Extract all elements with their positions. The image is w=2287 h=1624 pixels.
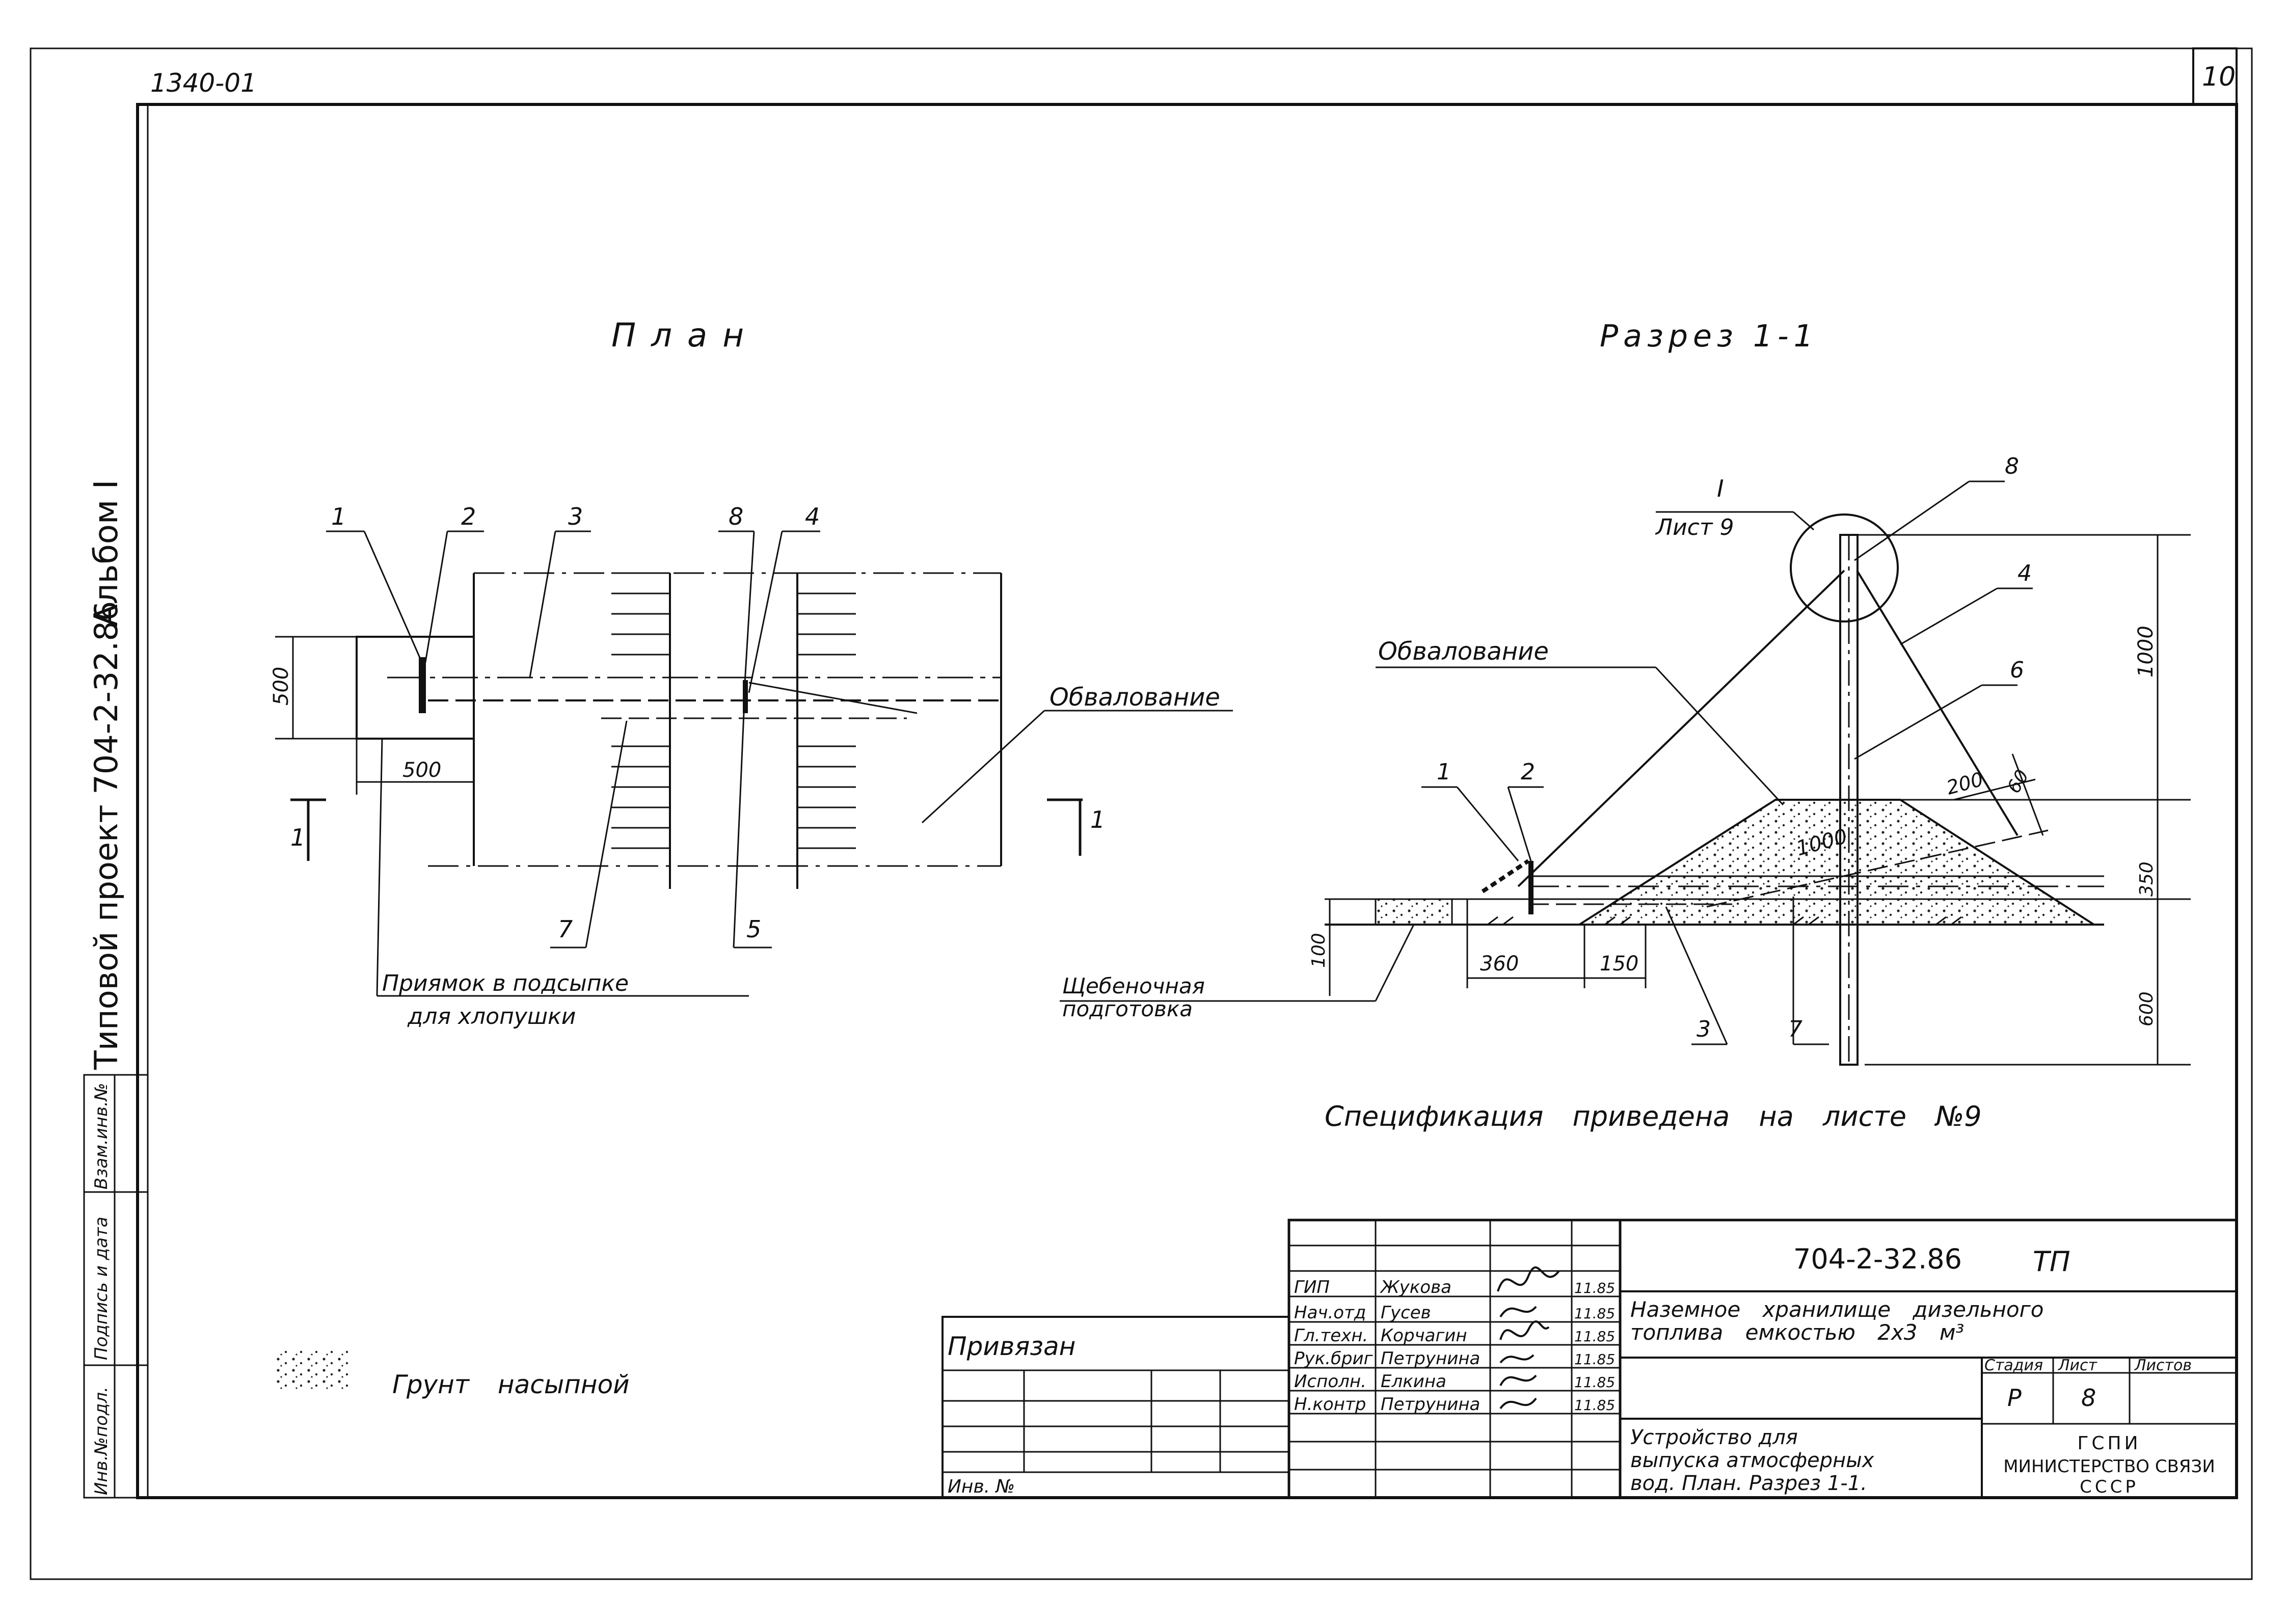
org-line3: СССР bbox=[2080, 1477, 2139, 1497]
gravel-note-line1: Щебеночная bbox=[1062, 973, 1205, 998]
plan-title: План bbox=[611, 317, 759, 355]
object-line1: Наземное хранилище дизельного bbox=[1630, 1297, 2043, 1322]
role-4: Исполн. bbox=[1294, 1371, 1366, 1392]
legend-fill-swatch bbox=[275, 1350, 352, 1391]
signatures bbox=[1497, 1266, 1560, 1410]
role-5: Н.контр bbox=[1294, 1394, 1366, 1415]
org-line1: ГСПИ bbox=[2077, 1433, 2141, 1454]
pit-note-line2: для хлопушки bbox=[407, 1004, 576, 1030]
dim-1000-vertical: 1000 bbox=[2134, 626, 2158, 678]
plan-callout-4: 4 bbox=[805, 503, 820, 530]
plan-dim-500-horizontal: 500 bbox=[402, 759, 441, 782]
date-2: 11.85 bbox=[1574, 1328, 1615, 1345]
dim-150: 150 bbox=[1600, 952, 1638, 976]
section-callout-7: 7 bbox=[1788, 1016, 1802, 1042]
org-line2: МИНИСТЕРСТВО СВЯЗИ bbox=[2003, 1456, 2215, 1477]
dim-600: 600 bbox=[2136, 991, 2157, 1026]
role-2: Гл.техн. bbox=[1294, 1325, 1368, 1346]
section-callout-8: 8 bbox=[2005, 453, 2019, 479]
date-4: 11.85 bbox=[1574, 1374, 1615, 1391]
stamp-inv: Инв.№подл. bbox=[91, 1387, 112, 1495]
dim-350: 350 bbox=[2136, 861, 2157, 897]
stamp-sign: Подпись и дата bbox=[91, 1216, 112, 1360]
dim-60: 60 bbox=[2003, 766, 2033, 797]
section-callout-1: 1 bbox=[1437, 759, 1451, 785]
section-callout-4: 4 bbox=[2017, 560, 2032, 586]
plan-callout-7: 7 bbox=[558, 915, 573, 943]
doc-code-title: 704-2-32.86 bbox=[1793, 1243, 1962, 1275]
section-callout-6: 6 bbox=[2010, 657, 2024, 683]
detail-sheet: Лист 9 bbox=[1655, 515, 1734, 540]
stamp-replace: Взам.инв.№ bbox=[91, 1083, 112, 1189]
section-view: Разрез 1-1 I Лист 9 bbox=[1308, 318, 2191, 1132]
name-5: Петрунина bbox=[1381, 1394, 1480, 1415]
doc-code: 1340-01 bbox=[150, 68, 257, 98]
detail-circle bbox=[1790, 513, 1899, 622]
title-block-text: Привязан Инв. № 704-2-32.86 ТП ГИП Жуков… bbox=[948, 1243, 2215, 1497]
role-0: ГИП bbox=[1294, 1277, 1330, 1297]
pit-note-line1: Приямок в подсыпке bbox=[382, 970, 629, 996]
plan-dim-500-vertical: 500 bbox=[270, 667, 293, 706]
legend: Грунт насыпной bbox=[275, 1350, 630, 1399]
date-3: 11.85 bbox=[1574, 1351, 1615, 1368]
sheet-header: Лист bbox=[2058, 1357, 2098, 1374]
plan-embankment-label: Обвалование bbox=[1050, 683, 1220, 712]
spec-note: Спецификация приведена на листе №9 bbox=[1325, 1100, 1982, 1132]
dim-100: 100 bbox=[1308, 933, 1329, 968]
name-3: Петрунина bbox=[1381, 1348, 1480, 1369]
detail-mark: I bbox=[1717, 475, 1724, 502]
doc-type: ТП bbox=[2033, 1246, 2070, 1278]
legend-label: Грунт насыпной bbox=[392, 1370, 630, 1399]
project-label: Типовой проект 704-2-32.86 bbox=[88, 601, 125, 1070]
section-mark-right: 1 bbox=[1090, 806, 1105, 833]
sheets-header: Листов bbox=[2134, 1357, 2192, 1374]
plan-callout-2: 2 bbox=[461, 503, 476, 530]
name-1: Гусев bbox=[1381, 1303, 1431, 1323]
plan-view: План bbox=[270, 317, 1415, 1030]
embankment-fill bbox=[1576, 799, 2097, 926]
title-block bbox=[941, 1219, 2238, 1499]
name-0: Жукова bbox=[1380, 1277, 1451, 1297]
gravel-note-line2: подготовка bbox=[1062, 996, 1193, 1021]
gravel-bed bbox=[1375, 898, 1453, 926]
plan-callout-8: 8 bbox=[729, 503, 743, 530]
pit-outline bbox=[356, 636, 475, 740]
flap-valve bbox=[419, 657, 426, 713]
album-label: Альбом I bbox=[88, 479, 125, 627]
section-title: Разрез 1-1 bbox=[1600, 318, 1818, 354]
drawing-line1: Устройство для bbox=[1630, 1426, 1798, 1449]
plan-callout-5: 5 bbox=[746, 915, 761, 943]
plan-callout-3: 3 bbox=[568, 503, 583, 530]
binding-label: Привязан bbox=[948, 1332, 1075, 1361]
object-line2: топлива емкостью 2х3 м³ bbox=[1630, 1320, 1964, 1345]
date-5: 11.85 bbox=[1574, 1397, 1615, 1414]
dim-200: 200 bbox=[1944, 768, 1985, 799]
date-0: 11.85 bbox=[1574, 1280, 1615, 1296]
name-2: Корчагин bbox=[1381, 1325, 1467, 1346]
role-3: Рук.бриг bbox=[1294, 1348, 1374, 1369]
section-callout-2: 2 bbox=[1521, 759, 1535, 785]
stage-value: Р bbox=[2007, 1384, 2022, 1412]
date-1: 11.85 bbox=[1574, 1305, 1615, 1322]
section-embankment-label: Обвалование bbox=[1378, 637, 1549, 666]
section-mark-left: 1 bbox=[290, 824, 305, 851]
name-4: Елкина bbox=[1381, 1371, 1446, 1392]
stage-header: Стадия bbox=[1984, 1357, 2043, 1374]
section-callout-3: 3 bbox=[1697, 1016, 1711, 1042]
role-1: Нач.отд bbox=[1294, 1303, 1366, 1323]
plan-callout-1: 1 bbox=[331, 503, 346, 530]
left-margin: Альбом I Типовой проект 704-2-32.86 Инв.… bbox=[83, 104, 149, 1499]
sheet-number: 10 bbox=[2202, 62, 2236, 92]
sheet-value: 8 bbox=[2081, 1384, 2096, 1412]
drawing-line3: вод. План. Разрез 1-1. bbox=[1630, 1472, 1867, 1495]
drawing-line2: выпуска атмосферных bbox=[1630, 1449, 1874, 1472]
inv-label: Инв. № bbox=[948, 1476, 1015, 1497]
dim-360: 360 bbox=[1480, 952, 1519, 976]
